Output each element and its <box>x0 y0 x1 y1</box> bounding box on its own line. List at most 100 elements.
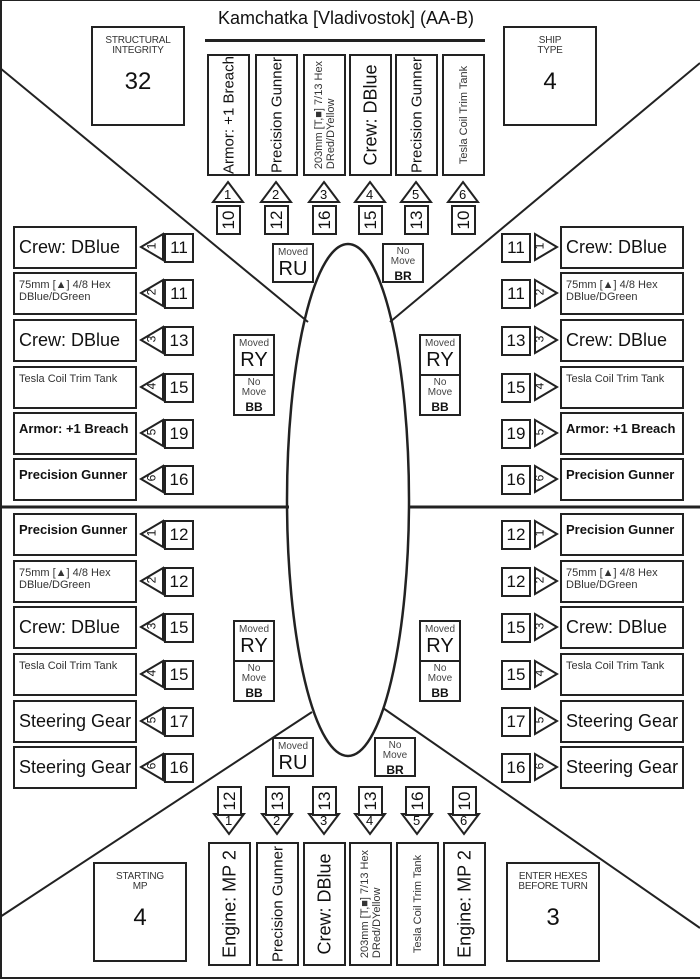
component-slot[interactable]: Crew: DBlue <box>560 319 684 362</box>
slot-number: 2 <box>272 187 280 202</box>
slot-number: 5 <box>144 428 159 436</box>
component-slot[interactable]: Crew: DBlue <box>560 606 684 649</box>
slot-number: 1 <box>225 813 233 828</box>
component-slot[interactable]: Precision Gunner <box>255 54 298 176</box>
slot-number: 5 <box>532 428 547 436</box>
component-label: Tesla Coil Trim Tank <box>566 373 665 385</box>
component-slot[interactable]: Tesla Coil Trim Tank <box>442 54 485 176</box>
move-status-label: Moved <box>238 338 269 349</box>
hit-value-box: 10 <box>216 205 241 235</box>
component-slot[interactable]: Crew: DBlue <box>13 226 137 269</box>
slot-pointer-icon <box>534 566 559 596</box>
component-slot[interactable]: Armor: +1 Breach <box>13 412 137 455</box>
component-slot[interactable]: Tesla Coil Trim Tank <box>13 366 137 409</box>
slot-pointer-icon <box>139 706 164 736</box>
slot-number: 4 <box>366 813 374 828</box>
component-slot[interactable]: Precision Gunner <box>560 458 684 501</box>
component-label: Engine: MP 2 <box>454 850 474 958</box>
component-slot[interactable]: Tesla Coil Trim Tank <box>13 653 137 696</box>
component-slot[interactable]: Crew: DBlue <box>560 226 684 269</box>
move-status-label: No Move <box>390 246 416 267</box>
hit-value-box: 15 <box>164 373 194 403</box>
component-slot[interactable]: Tesla Coil Trim Tank <box>560 366 684 409</box>
starting-mp-box: STARTING MP 4 <box>93 862 187 962</box>
component-slot[interactable]: Engine: MP 2 <box>208 842 251 966</box>
hit-value-box: 17 <box>501 707 531 737</box>
structural-integrity-label: STRUCTURAL INTEGRITY <box>105 35 171 56</box>
hit-value-box: 16 <box>164 753 194 783</box>
component-slot[interactable]: Crew: DBlue <box>303 842 346 966</box>
ship-type-label: SHIP TYPE <box>537 35 563 56</box>
hit-value-box: 11 <box>164 233 194 263</box>
hit-value-box: 13 <box>164 326 194 356</box>
move-status-label: Moved <box>424 338 455 349</box>
component-slot[interactable]: Crew: DBlue <box>13 319 137 362</box>
component-slot[interactable]: Precision Gunner <box>13 513 137 556</box>
slot-pointer-icon <box>139 566 164 596</box>
slot-pointer-icon <box>307 180 341 203</box>
slot-pointer-icon <box>534 752 559 782</box>
component-slot[interactable]: Steering Gear <box>13 746 137 789</box>
move-code: BB <box>245 400 263 414</box>
move-status-label: Moved <box>424 624 455 635</box>
ship-title: Kamchatka [Vladivostok] (AA-B) <box>217 8 475 28</box>
slot-number: 6 <box>144 762 159 770</box>
move-status-label: Moved <box>238 624 269 635</box>
hit-value: 10 <box>454 791 474 811</box>
component-slot[interactable]: Precision Gunner <box>256 842 299 966</box>
component-slot[interactable]: Engine: MP 2 <box>443 842 486 966</box>
slot-number: 5 <box>413 813 421 828</box>
slot-number: 1 <box>144 529 159 537</box>
component-label: Steering Gear <box>566 757 679 777</box>
hit-value: 13 <box>406 210 426 230</box>
component-slot[interactable]: Armor: +1 Breach <box>207 54 250 176</box>
hit-value-box: 13 <box>358 786 383 816</box>
component-slot[interactable]: Precision Gunner <box>395 54 438 176</box>
component-slot[interactable]: Precision Gunner <box>13 458 137 501</box>
hit-value: 16 <box>314 210 334 230</box>
component-slot[interactable]: Armor: +1 Breach <box>560 412 684 455</box>
hit-value-box: 15 <box>358 205 383 235</box>
component-slot[interactable]: Steering Gear <box>560 700 684 743</box>
component-slot[interactable]: Crew: DBlue <box>349 54 392 176</box>
component-label: Tesla Coil Trim Tank <box>457 65 470 165</box>
component-slot[interactable]: Precision Gunner <box>560 513 684 556</box>
component-label: Armor: +1 Breach <box>220 56 237 174</box>
component-label: Crew: DBlue <box>19 330 121 350</box>
component-slot[interactable]: Steering Gear <box>13 700 137 743</box>
component-slot[interactable]: Crew: DBlue <box>13 606 137 649</box>
slot-pointer-icon <box>399 180 433 203</box>
move-code: BR <box>386 763 404 777</box>
component-label: Crew: DBlue <box>314 853 334 955</box>
move-code: RY <box>240 635 268 657</box>
hit-value-box: 16 <box>501 465 531 495</box>
component-label: Crew: DBlue <box>566 237 668 257</box>
diagonal-bottom-right <box>382 707 700 929</box>
hit-value-box: 10 <box>451 205 476 235</box>
component-slot[interactable]: Tesla Coil Trim Tank <box>396 842 439 966</box>
slot-number: 4 <box>144 669 159 677</box>
component-slot[interactable]: Steering Gear <box>560 746 684 789</box>
component-slot[interactable]: Tesla Coil Trim Tank <box>560 653 684 696</box>
slot-number: 1 <box>532 242 547 250</box>
